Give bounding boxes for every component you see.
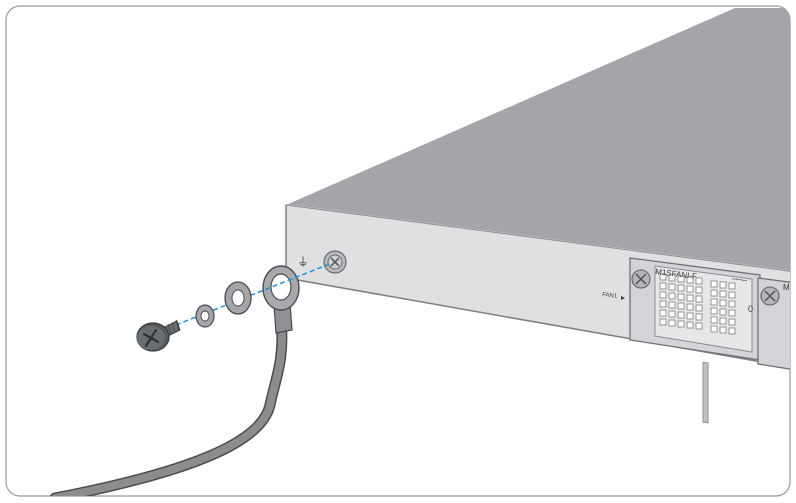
device-top-surface	[286, 8, 790, 272]
panel-ground-screw	[323, 250, 347, 274]
fan-module-right: M	[757, 277, 790, 371]
fan-module-left-vent-grid	[659, 273, 736, 335]
fan-module-left-handle	[702, 361, 709, 424]
flat-washer	[224, 281, 252, 315]
fan-port-label: FAN1	[602, 292, 618, 300]
ground-ring-lug	[262, 265, 300, 311]
fan-port-arrow-icon	[621, 296, 625, 300]
ground-cable-highlight	[51, 316, 286, 496]
fan-module-right-screw	[760, 286, 780, 306]
fan-module-right-model: M	[783, 283, 790, 292]
fan-module-left-status: 0	[748, 304, 753, 314]
ground-symbol: ⏚	[297, 255, 309, 269]
phillips-cross-icon	[142, 328, 160, 348]
fan-module-left-led-label: ꟷꟷꟷ	[732, 277, 747, 285]
spring-washer	[195, 304, 215, 328]
fan-module-left: M1SFANI-F ꟷꟷꟷ 0	[629, 257, 761, 424]
ground-screw	[136, 319, 181, 352]
fan-module-left-screw	[631, 269, 651, 289]
